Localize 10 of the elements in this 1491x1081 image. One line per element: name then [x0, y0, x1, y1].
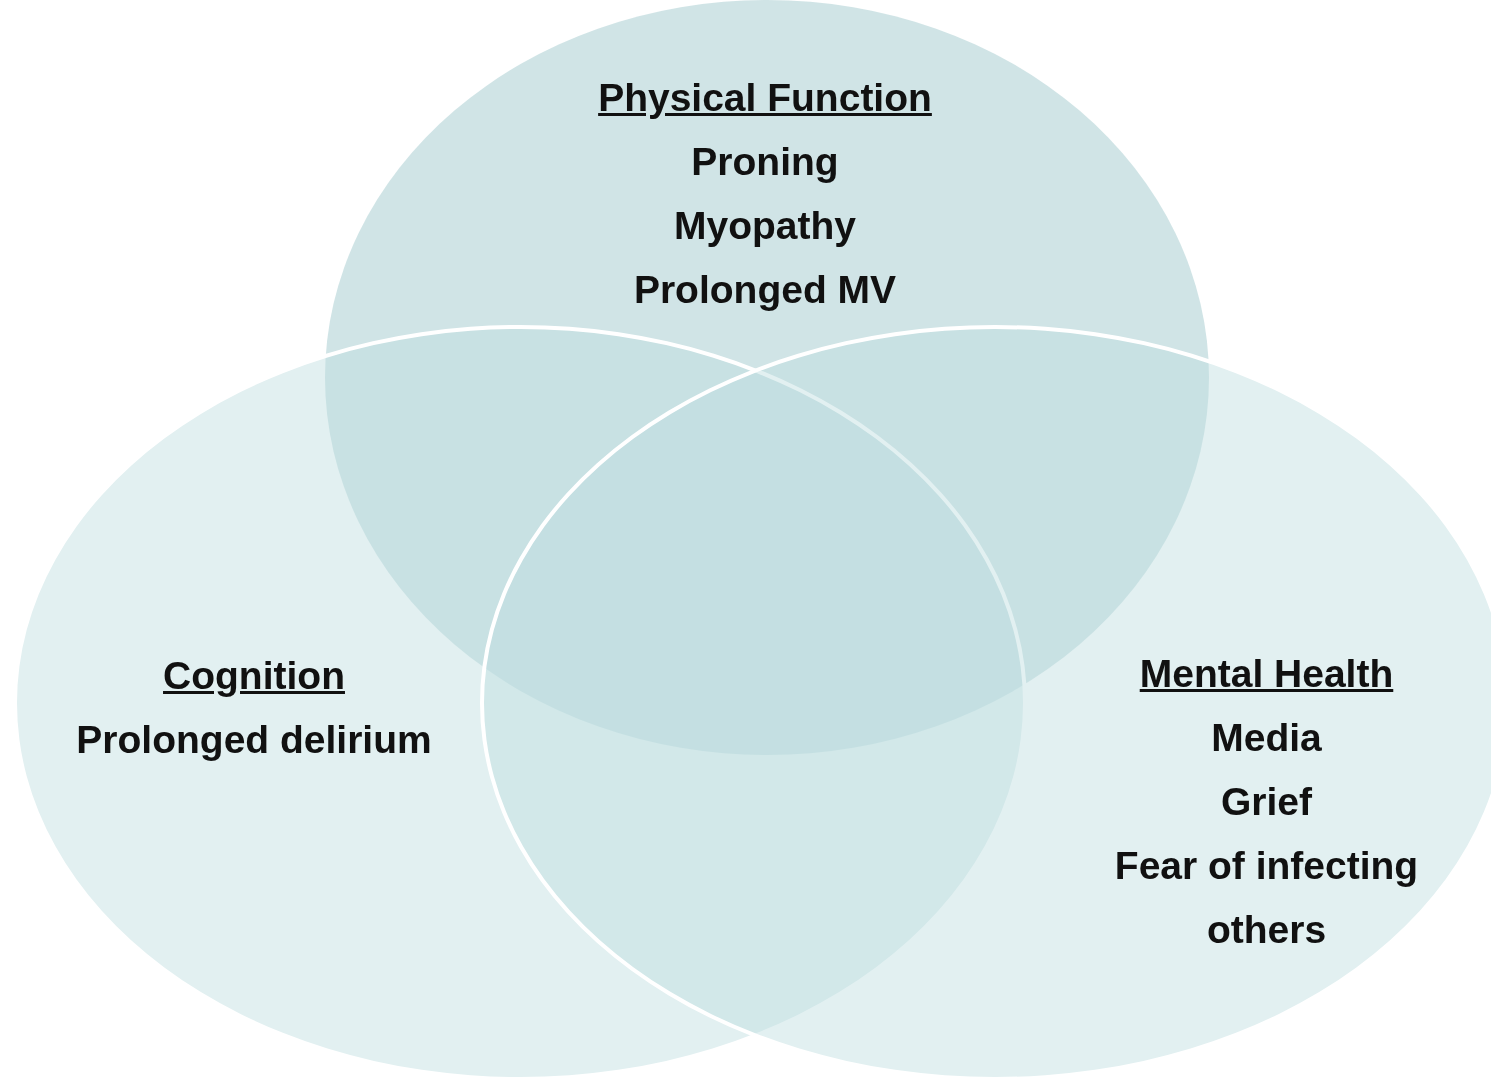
list-item: Grief [1221, 780, 1312, 823]
list-item: Proning [691, 140, 839, 183]
category-heading: Physical Function [598, 76, 932, 119]
list-item: Prolonged delirium [76, 718, 432, 761]
category-heading: Mental Health [1139, 652, 1394, 695]
list-item: Media [1211, 716, 1322, 759]
list-item: Prolonged MV [633, 268, 897, 311]
category-heading: Cognition [163, 654, 345, 697]
list-item: Myopathy [674, 204, 856, 247]
list-item: Fear of infecting others [1114, 844, 1419, 951]
